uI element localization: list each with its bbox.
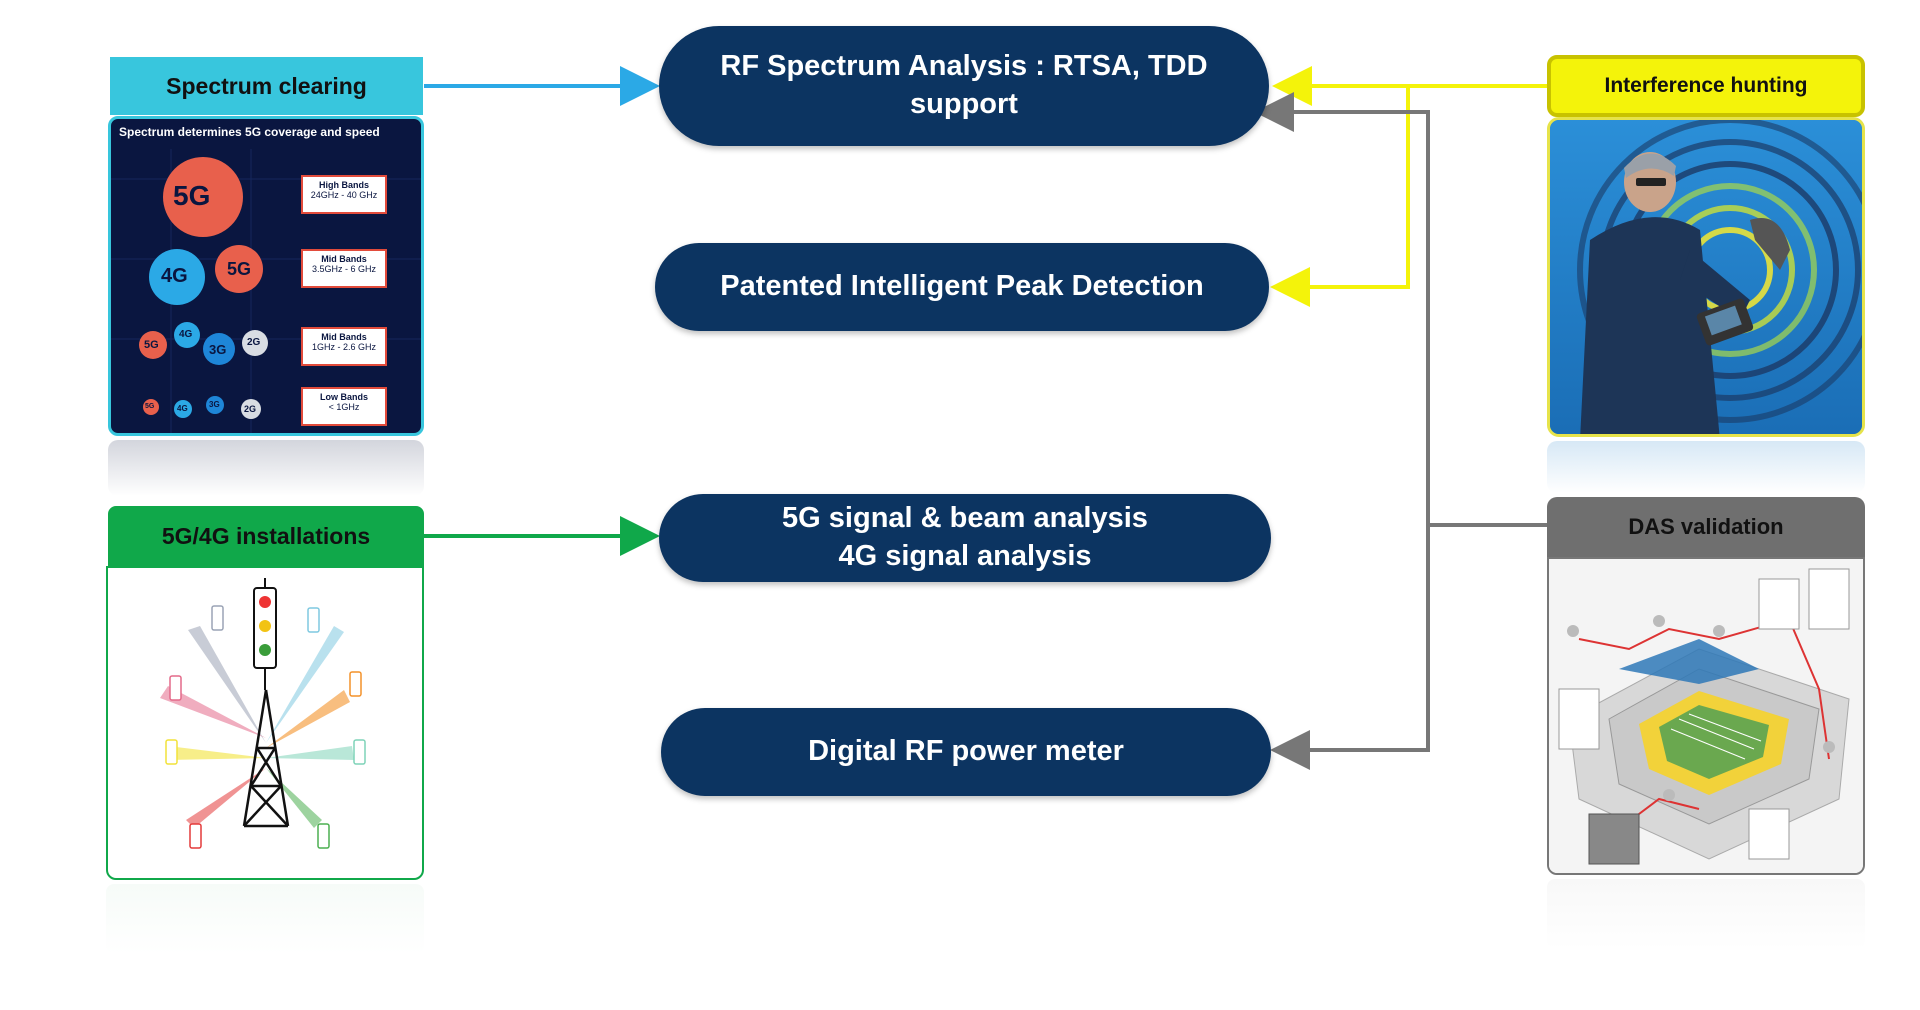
arrow-das-to-power (1270, 525, 1430, 770)
technician-scan-illustration (1550, 120, 1862, 434)
peak-detection-pill[interactable]: Patented Intelligent Peak Detection (655, 243, 1269, 331)
rf-analysis-line1: RF Spectrum Analysis : RTSA, TDD (720, 50, 1208, 83)
label-5g-large: 5G (173, 180, 211, 211)
label-4g-small: 4G (179, 329, 193, 340)
label-5g-tiny: 5G (145, 403, 155, 410)
label-3g-small: 3G (209, 342, 227, 357)
base-station-box (1588, 813, 1640, 865)
power-meter-label: Digital RF power meter (808, 735, 1124, 768)
light-red (259, 596, 271, 608)
bubble-4g-mid (149, 249, 205, 305)
spectrum-bubbles (111, 149, 421, 433)
spectrum-bands-image: Spectrum determines 5G coverage and spee… (108, 116, 424, 436)
band-range: 1GHz - 2.6 GHz (311, 342, 376, 353)
beam-analysis-line1: 5G signal & beam analysis (782, 502, 1148, 535)
stadium-building (1568, 639, 1850, 860)
label-5g-small: 5G (144, 339, 159, 351)
power-meter-pill[interactable]: Digital RF power meter (661, 708, 1271, 796)
light-green (259, 644, 271, 656)
interference-hunting-header: Interference hunting (1547, 55, 1865, 117)
bubble-4g-small (174, 322, 200, 348)
scan-waves (1577, 120, 1862, 423)
install-card-reflection (106, 884, 424, 954)
beam-analysis-pill[interactable]: 5G signal & beam analysis 4G signal anal… (659, 494, 1271, 582)
band-box-mid-low: Mid Bands 1GHz - 2.6 GHz (301, 327, 387, 366)
tower-lattice (242, 689, 290, 828)
bubble-5g-small (139, 331, 167, 359)
das-card-reflection (1547, 879, 1865, 949)
spectrum-card-reflection (108, 440, 424, 496)
das-stadium-illustration (1547, 557, 1865, 875)
tower-beams-svg (160, 578, 366, 849)
band-name: Mid Bands (321, 254, 367, 264)
rf-spectrum-analysis-pill[interactable]: RF Spectrum Analysis : RTSA, TDD support (659, 26, 1269, 146)
label-3g-tiny: 3G (209, 400, 220, 409)
interference-card-reflection (1547, 441, 1865, 493)
label-4g-tiny: 4G (177, 404, 188, 413)
bubble-3g-tiny (206, 396, 224, 414)
band-range: 3.5GHz - 6 GHz (311, 264, 376, 275)
bubble-2g-tiny (241, 399, 261, 419)
band-range: < 1GHz (328, 402, 360, 413)
peak-detection-label: Patented Intelligent Peak Detection (720, 270, 1204, 303)
spectrum-clearing-header: Spectrum clearing (110, 57, 423, 115)
label-5g-mid: 5G (227, 259, 252, 279)
band-name: High Bands (318, 180, 369, 190)
band-box-mid-high: Mid Bands 3.5GHz - 6 GHz (301, 249, 387, 288)
band-box-high: High Bands 24GHz - 40 GHz (301, 175, 387, 214)
label-2g-small: 2G (247, 337, 261, 348)
cell-tower-illustration (106, 566, 424, 880)
bubble-3g-small (203, 333, 235, 365)
bubble-5g-mid (215, 245, 263, 293)
band-range: 24GHz - 40 GHz (310, 190, 378, 201)
bubble-5g-large (163, 157, 243, 237)
arrow-das-to-rf (1254, 92, 1547, 527)
light-yellow (259, 620, 271, 632)
band-name: Mid Bands (321, 332, 367, 342)
beam-analysis-line2: 4G signal analysis (838, 540, 1092, 572)
bubble-4g-tiny (174, 400, 192, 418)
label-2g-tiny: 2G (244, 404, 257, 414)
spectrum-card-title: Spectrum determines 5G coverage and spee… (119, 125, 380, 139)
rf-analysis-line2: support (910, 88, 1018, 120)
bubble-5g-tiny (143, 399, 159, 415)
band-name: Low Bands (319, 392, 368, 402)
label-4g-mid: 4G (161, 265, 188, 287)
stadium-svg (1549, 559, 1863, 873)
installations-header: 5G/4G installations (108, 506, 424, 566)
technician-figure (1580, 152, 1790, 434)
arrow-interference-to-peak (1270, 86, 1410, 307)
band-box-low: Low Bands < 1GHz (301, 387, 387, 426)
interference-hunting-photo (1547, 117, 1865, 437)
phones (165, 605, 366, 849)
bubble-2g-small (242, 330, 268, 356)
das-validation-header: DAS validation (1547, 497, 1865, 557)
